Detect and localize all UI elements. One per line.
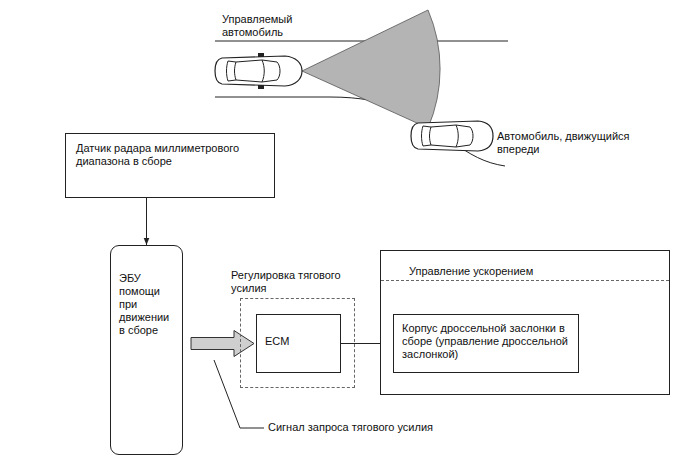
road-edge [215,41,508,42]
radar-beam [302,10,440,128]
own-car [215,53,302,89]
group-heading: Управление ускорением [381,251,669,281]
request-arrow [191,331,254,357]
car-ahead [411,121,493,151]
control-group: Регулировка тягового усилияECM [240,298,355,388]
sensor-box: Датчик радара миллиметрового диапазона в… [65,133,275,198]
throttle-box: Корпус дроссельной заслонки в сборе (упр… [393,314,579,373]
ecm-box: ECM [256,314,341,373]
vehicle-label: Автомобиль, движущийся впереди [497,130,637,156]
box-label: ECM [265,335,332,348]
signal-label: Сигнал запроса тягового усилия [268,421,528,434]
box-label: Датчик радара миллиметрового диапазона в… [76,142,264,168]
acceleration-group: Управление ускорениемКорпус дроссельной … [380,250,670,395]
group-heading: Регулировка тягового усилия [231,269,371,295]
vehicle-label: Управляемый автомобиль [222,13,342,39]
box-label: Корпус дроссельной заслонки в сборе (упр… [402,322,570,361]
ecu-box: ЭБУ помощи при движении в сборе [110,245,183,455]
box-label: ЭБУ помощи при движении в сборе [119,272,174,337]
signal-arrow [146,198,147,245]
